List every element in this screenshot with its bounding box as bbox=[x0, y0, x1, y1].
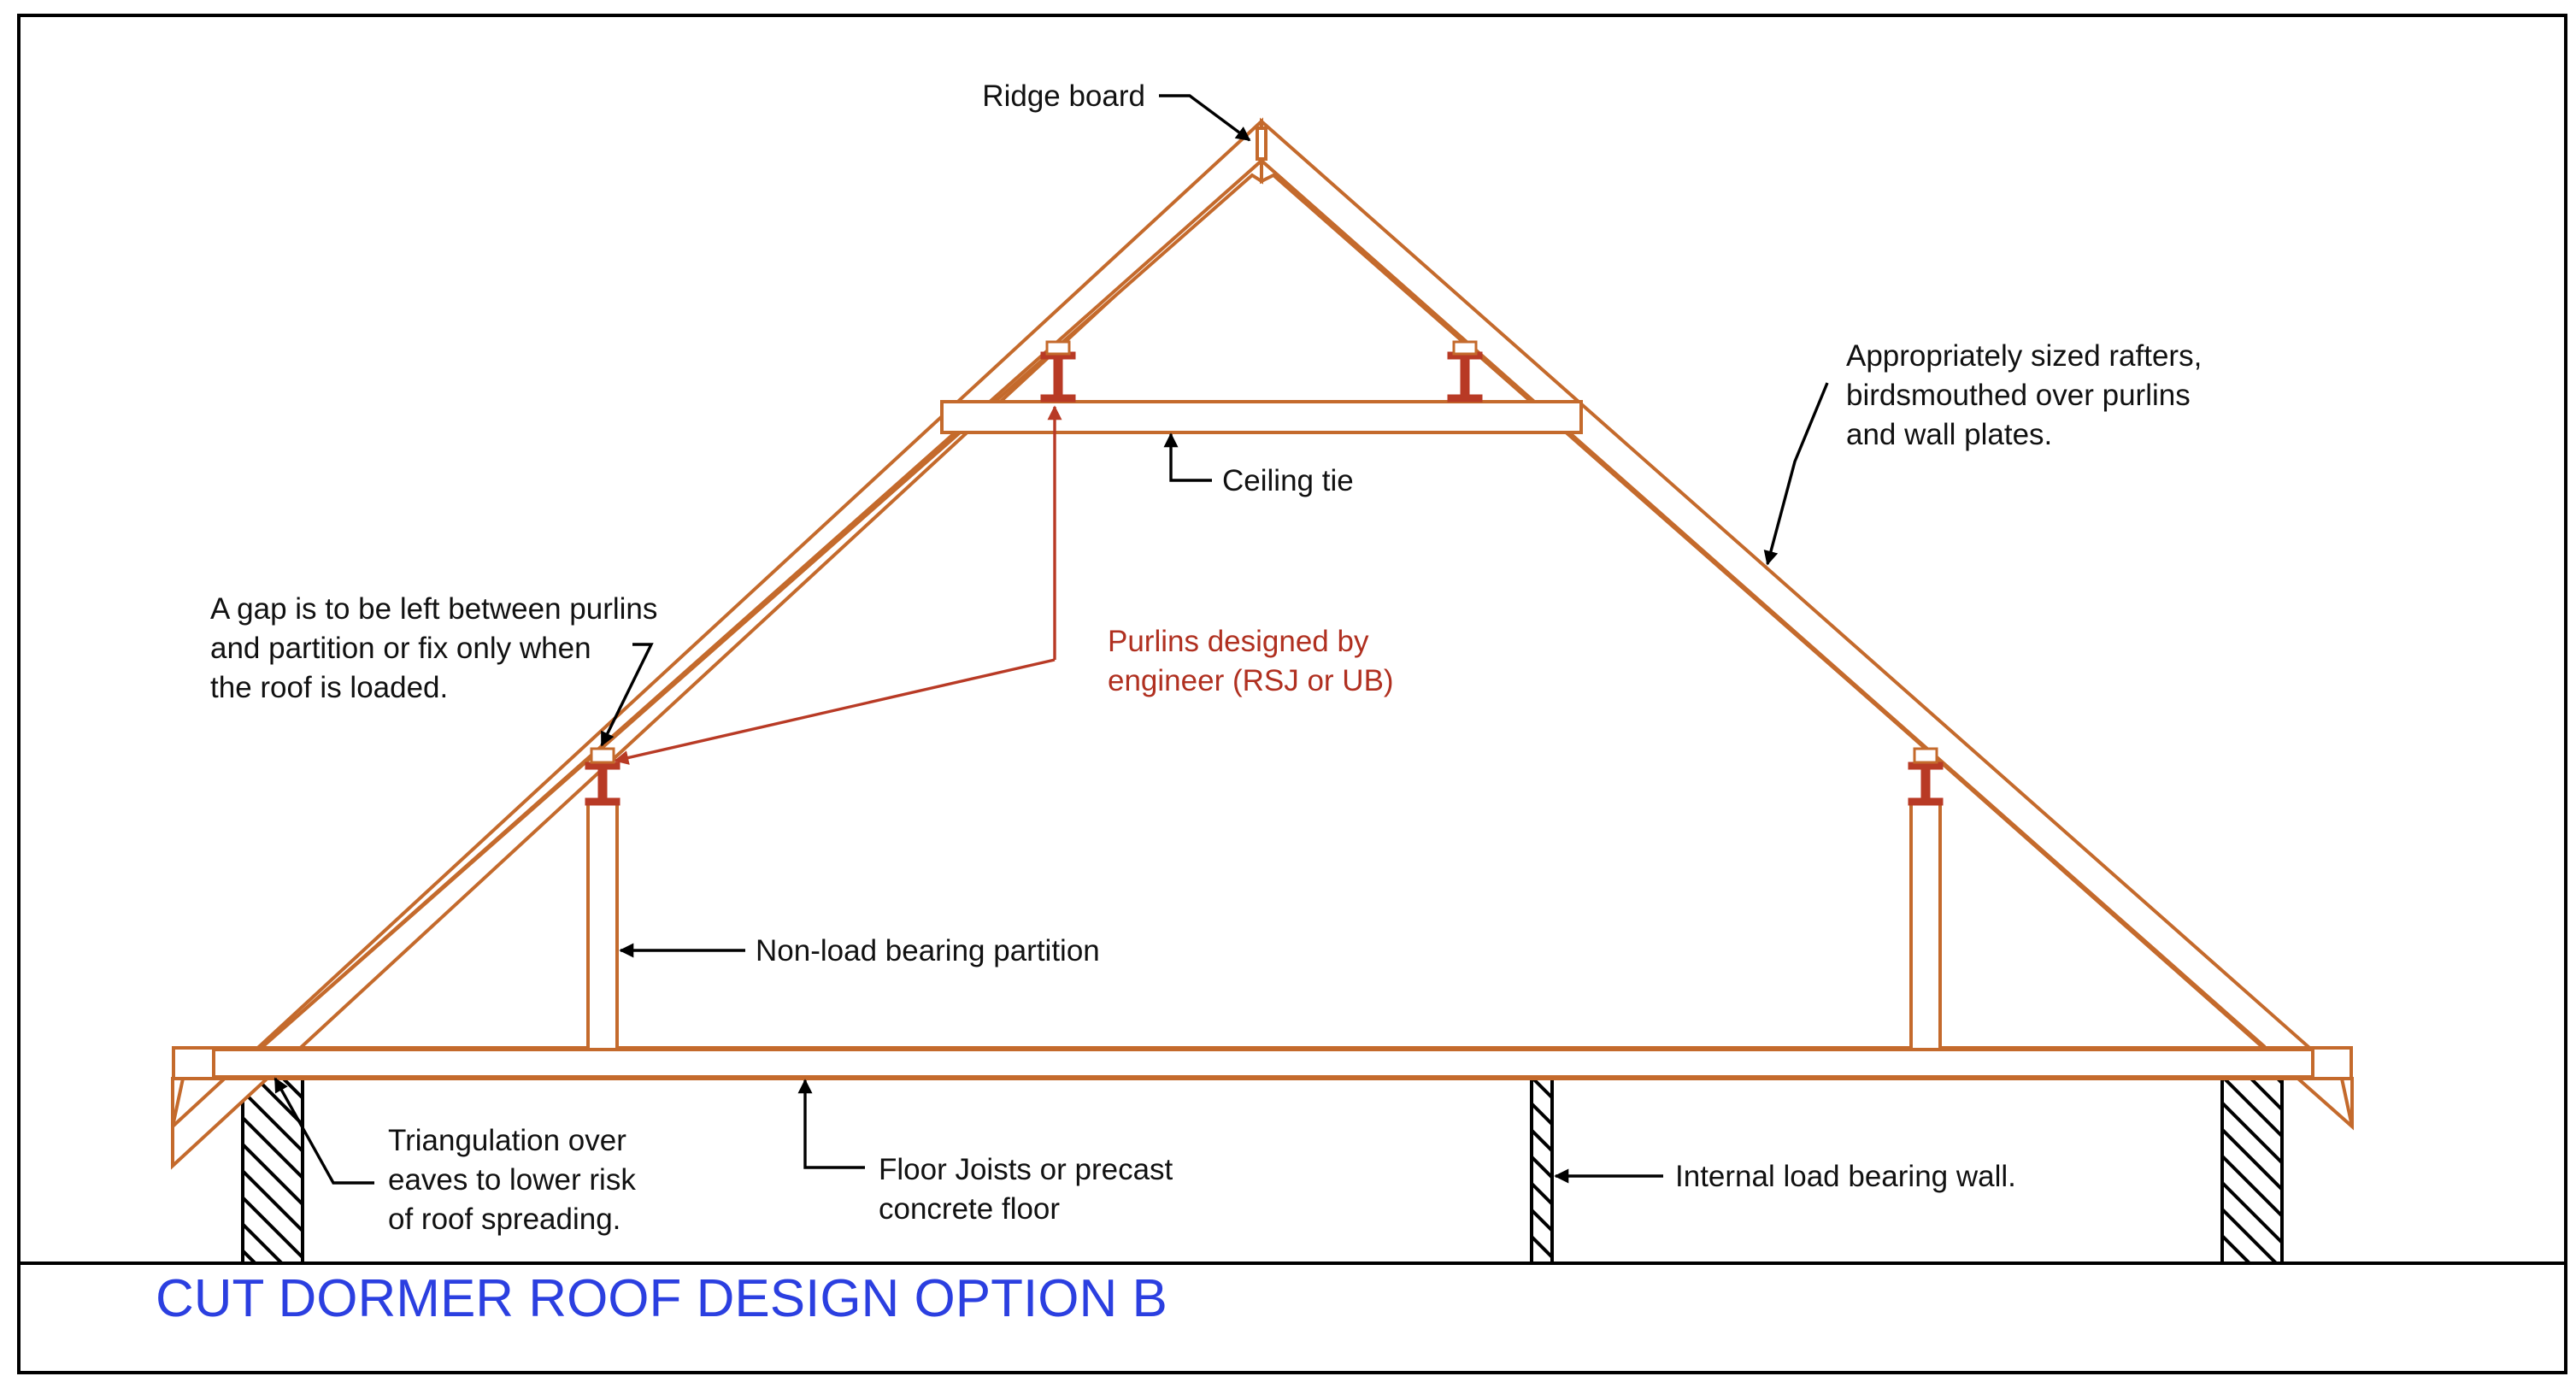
label-floor-joists: Floor Joists or precast concrete floor bbox=[879, 1153, 1181, 1226]
purlin-upper-right bbox=[1447, 340, 1483, 403]
leader-triangulation bbox=[273, 1077, 374, 1185]
floor-joist-ends bbox=[171, 1077, 2354, 1127]
leader-purlins-lower bbox=[614, 658, 1056, 765]
partition-right bbox=[1909, 802, 1942, 1051]
label-gap-note: A gap is to be left between purlins and … bbox=[210, 592, 666, 704]
leader-floor-joists bbox=[797, 1079, 865, 1169]
label-ceiling-tie: Ceiling tie bbox=[1222, 464, 1354, 497]
partition-left bbox=[586, 802, 619, 1051]
label-purlins: Purlins designed by engineer (RSJ or UB) bbox=[1108, 625, 1394, 697]
purlin-upper-left bbox=[1040, 340, 1076, 403]
leader-gap-note bbox=[600, 643, 654, 747]
drawing-frame bbox=[17, 14, 2567, 1374]
label-triangulation: Triangulation over eaves to lower risk o… bbox=[388, 1124, 644, 1236]
leader-ridge-board bbox=[1159, 94, 1251, 142]
label-partition: Non-load bearing partition bbox=[756, 934, 1100, 967]
label-internal-wall: Internal load bearing wall. bbox=[1675, 1160, 2016, 1193]
external-wall-left bbox=[241, 1077, 304, 1265]
internal-load-bearing-wall bbox=[1530, 1077, 1554, 1265]
floor-joists bbox=[212, 1048, 2314, 1079]
rafter-right-inner bbox=[1260, 156, 2267, 1049]
drawing-title: CUT DORMER ROOF DESIGN OPTION B bbox=[156, 1269, 1167, 1328]
leader-ceiling-tie bbox=[1163, 432, 1212, 482]
leader-rafters bbox=[1763, 382, 1829, 566]
label-ridge-board: Ridge board bbox=[982, 79, 1145, 113]
external-wall-right bbox=[2220, 1077, 2284, 1265]
purlin-lower-right bbox=[1908, 747, 1944, 806]
ceiling-tie bbox=[940, 400, 1583, 434]
rafter-right bbox=[1260, 117, 2354, 1131]
ridge-board bbox=[1256, 126, 1267, 161]
purlin-lower-left bbox=[585, 747, 620, 806]
label-rafters: Appropriately sized rafters, birdsmouthe… bbox=[1846, 339, 2210, 451]
